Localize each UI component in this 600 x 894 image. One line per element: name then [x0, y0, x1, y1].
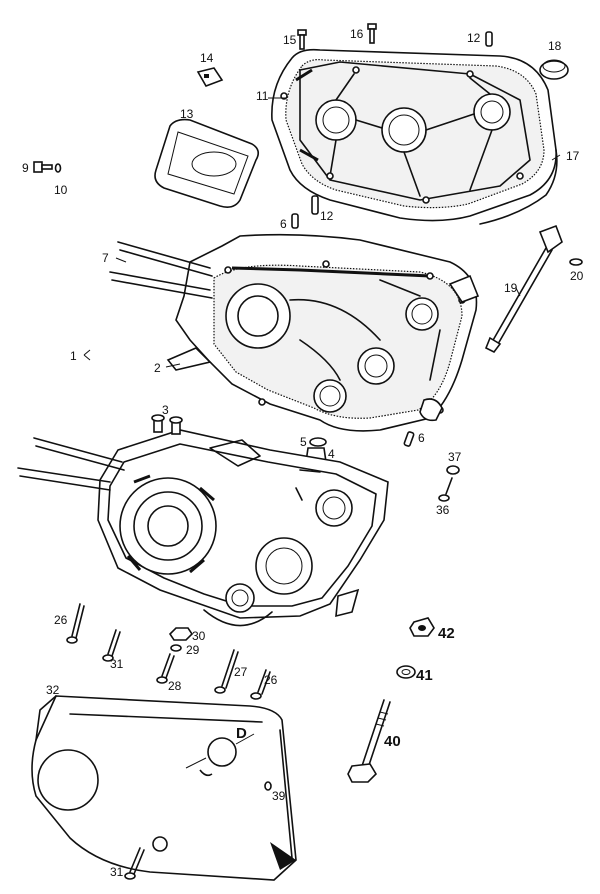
bolt-31-upper: [102, 629, 121, 662]
callout-15: 15: [283, 33, 297, 47]
bolt-40: [347, 699, 391, 783]
pins-6-12: [291, 195, 319, 229]
callout-28: 28: [168, 679, 182, 693]
bolt-39: [264, 781, 272, 791]
studs-lower: [17, 437, 125, 491]
studs-7: [109, 241, 213, 299]
callout-11: 11: [256, 89, 269, 103]
bolt-26-left: [66, 603, 85, 644]
washer-10: [54, 163, 62, 173]
callout-labels: 1 2 3 4 5 6 6 7 9 10 11 12 12 13 14 15 1…: [22, 27, 584, 879]
bolt-26-right: [250, 669, 271, 700]
bolt-28: [156, 653, 175, 684]
callout-26a: 26: [54, 613, 68, 627]
callout-20: 20: [570, 269, 584, 283]
callout-31b: 31: [110, 865, 124, 879]
bolt-27: [214, 649, 239, 694]
leader-lines: [83, 97, 561, 368]
callout-39: 39: [272, 789, 286, 803]
callout-3: 3: [162, 403, 169, 417]
nut-42: [409, 617, 435, 637]
callout-31a: 31: [110, 657, 124, 671]
washer-37: [446, 465, 460, 475]
gasket-strip: [479, 149, 558, 225]
callout-16: 16: [350, 27, 364, 41]
bolt-36: [438, 477, 453, 502]
callout-32: 32: [46, 683, 60, 697]
callout-1: 1: [70, 349, 77, 363]
bolts-3: [151, 414, 183, 435]
main-crankcase: [97, 429, 389, 627]
callout-9: 9: [22, 161, 29, 175]
callout-17: 17: [566, 149, 580, 163]
bolt-16: [367, 23, 377, 44]
callout-12a: 12: [320, 209, 334, 223]
callout-2: 2: [154, 361, 161, 375]
callout-5: 5: [300, 435, 307, 449]
plate-13: [154, 118, 260, 208]
callout-37: 37: [448, 450, 462, 464]
dimension-d-label: D: [236, 725, 247, 742]
callout-13: 13: [180, 107, 194, 121]
callout-10: 10: [54, 183, 68, 197]
block-14: [196, 67, 224, 87]
callout-6a: 6: [280, 217, 287, 231]
middle-case: [166, 233, 480, 432]
screw-9: [33, 161, 53, 173]
callout-42: 42: [438, 625, 455, 642]
seal-ring-18: [539, 59, 569, 80]
callout-30: 30: [192, 629, 206, 643]
callout-18: 18: [548, 39, 562, 53]
callout-4: 4: [328, 447, 335, 461]
pin-6-right: [403, 431, 415, 447]
bolt-15: [297, 29, 307, 50]
callout-19: 19: [504, 281, 518, 295]
callout-7: 7: [102, 251, 109, 265]
callout-36: 36: [436, 503, 450, 517]
callout-14: 14: [200, 51, 214, 65]
callout-12b: 12: [467, 31, 481, 45]
outer-cover: [271, 48, 557, 222]
bottom-cover: [31, 695, 297, 881]
callout-6b: 6: [418, 431, 425, 445]
nut-30-washer-29: [168, 627, 194, 652]
callout-40: 40: [384, 733, 401, 750]
callout-26b: 26: [264, 673, 278, 687]
callout-41: 41: [416, 667, 433, 684]
bolt-31-lower: [124, 847, 145, 880]
pin-12-top: [485, 31, 493, 47]
dipstick: [484, 224, 563, 354]
washer-41: [396, 665, 416, 679]
callout-27: 27: [234, 665, 248, 679]
washer-20: [569, 258, 583, 266]
callout-29: 29: [186, 643, 200, 657]
